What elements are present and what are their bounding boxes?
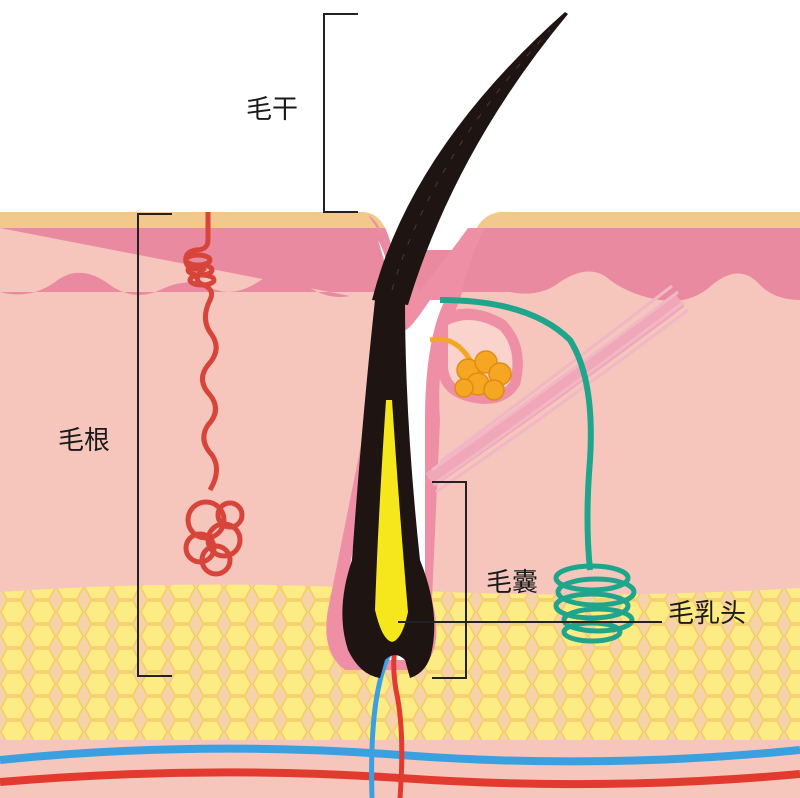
bracket-hair-root [137, 213, 172, 677]
arrector-pili-muscle [425, 284, 689, 494]
sweat-gland [183, 212, 245, 577]
hair-shaft [372, 12, 568, 305]
sebaceous-gland [429, 336, 512, 401]
hair-shaft-texture [391, 29, 551, 291]
label-dermal-papilla: 毛乳头 [668, 599, 747, 629]
papilla-vessels [369, 648, 405, 798]
bracket-hair-follicle [432, 481, 467, 679]
label-hair-follicle: 毛囊 [486, 568, 539, 598]
fat-layer [0, 584, 800, 760]
hair-medulla [375, 400, 408, 642]
label-hair-root: 毛根 [58, 426, 111, 456]
bracket-hair-shaft [323, 13, 358, 213]
label-hair-shaft: 毛干 [246, 95, 299, 125]
